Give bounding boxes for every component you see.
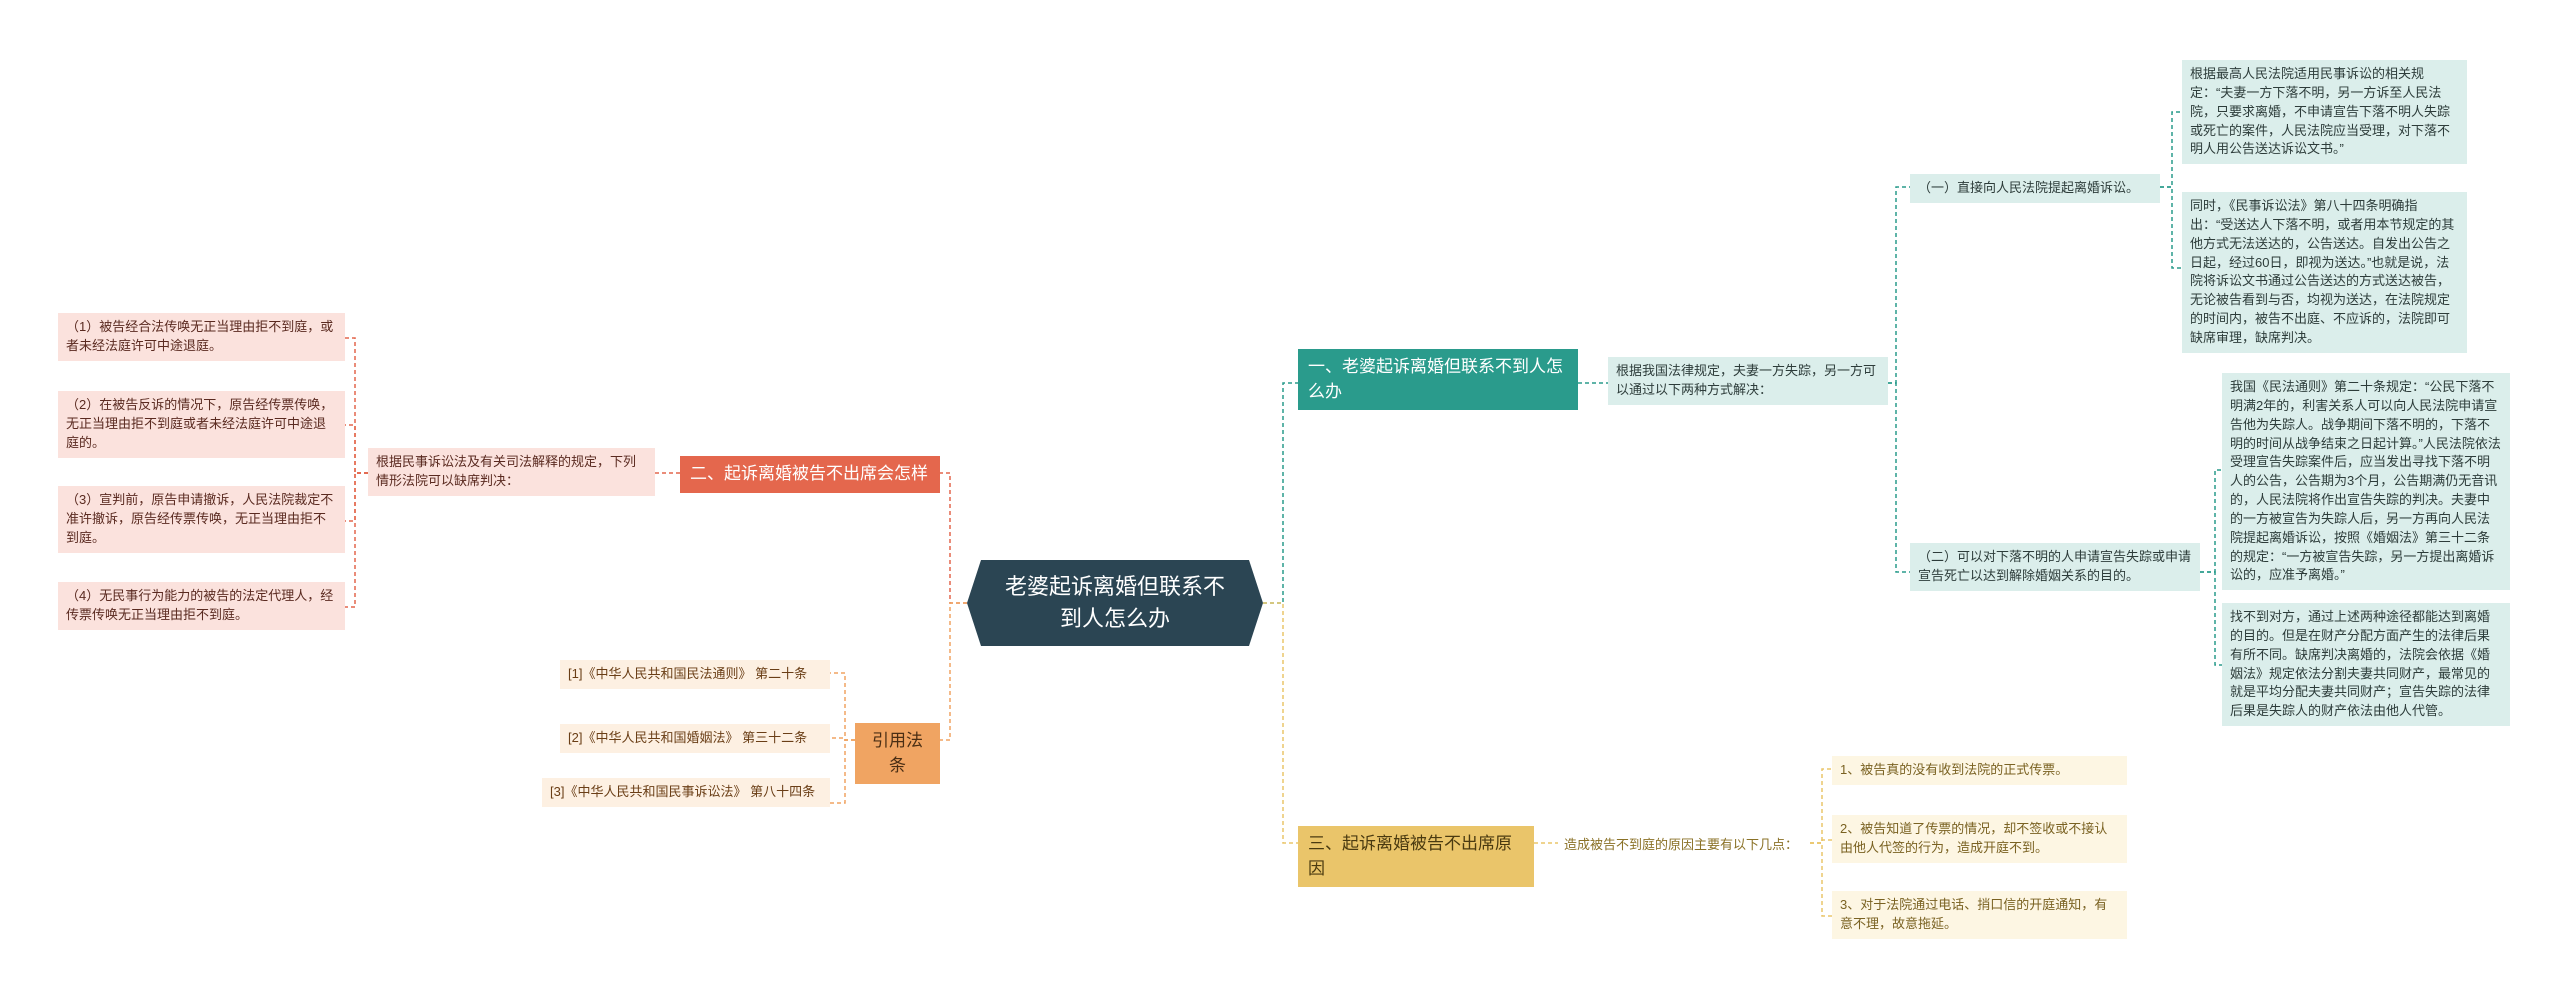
link-b4sub-i1 bbox=[1810, 768, 1832, 844]
default-case-4[interactable]: （4）无民事行为能力的被告的法定代理人，经传票传唤无正当理由拒不到庭。 bbox=[58, 582, 345, 630]
citation-civil-procedure[interactable]: [3]《中华人民共和国民事诉讼法》 第八十四条 bbox=[542, 778, 830, 807]
reason-item-2[interactable]: 2、被告知道了传票的情况，却不签收或不接认由他人代签的行为，造成开庭不到。 bbox=[1832, 815, 2127, 863]
link-b2sub-i2 bbox=[345, 424, 368, 474]
link-b4sub-i3 bbox=[1810, 842, 1832, 917]
reason-item-3[interactable]: 3、对于法院通过电话、捎口信的开庭通知，有意不理，故意拖延。 bbox=[1832, 891, 2127, 939]
way1-note-supreme-court[interactable]: 根据最高人民法院适用民事诉讼的相关规定：“夫妻一方下落不明，另一方诉至人民法院，… bbox=[2182, 60, 2467, 165]
citation-marriage-law[interactable]: [2]《中华人民共和国婚姻法》 第三十二条 bbox=[560, 724, 830, 753]
way2-note-civil-code[interactable]: 我国《民法通则》第二十条规定：“公民下落不明满2年的，利害关系人可以向人民法院申… bbox=[2222, 373, 2510, 591]
branch-title-citations[interactable]: 引用法条 bbox=[855, 723, 940, 785]
branch-title-missing-spouse[interactable]: 一、老婆起诉离婚但联系不到人怎么办 bbox=[1298, 349, 1578, 411]
link-b2sub-i4 bbox=[345, 472, 368, 608]
link-b2sub-i1 bbox=[345, 337, 368, 474]
branch-title-defendant-absent[interactable]: 二、起诉离婚被告不出席会怎样 bbox=[680, 456, 940, 493]
branch-title-absence-reasons[interactable]: 三、起诉离婚被告不出席原因 bbox=[1298, 826, 1534, 888]
link-way2-n2 bbox=[2200, 571, 2222, 666]
citation-civil-law[interactable]: [1]《中华人民共和国民法通则》 第二十条 bbox=[560, 660, 830, 689]
link-b2sub-i3 bbox=[345, 472, 368, 522]
link-b3-i3 bbox=[830, 739, 855, 804]
default-case-1[interactable]: （1）被告经合法传唤无正当理由拒不到庭，或者未经法庭许可中途退庭。 bbox=[58, 313, 345, 361]
link-sub-way2 bbox=[1888, 382, 1910, 573]
way1-direct-lawsuit[interactable]: （一）直接向人民法院提起离婚诉讼。 bbox=[1910, 174, 2160, 203]
link-center-b1 bbox=[1263, 382, 1298, 604]
branch-sub-reasons[interactable]: 造成被告不到庭的原因主要有以下几点： bbox=[1564, 837, 1799, 852]
reason-item-1[interactable]: 1、被告真的没有收到法院的正式传票。 bbox=[1832, 756, 2127, 785]
way2-note-property[interactable]: 找不到对方，通过上述两种途径都能达到离婚的目的。但是在财产分配方面产生的法律后果… bbox=[2222, 603, 2510, 727]
link-center-b2 bbox=[940, 472, 967, 604]
link-center-b4 bbox=[1263, 602, 1298, 844]
link-sub-way1 bbox=[1888, 186, 1910, 384]
way2-declare-missing[interactable]: （二）可以对下落不明的人申请宣告失踪或申请宣告死亡以达到解除婚姻关系的目的。 bbox=[1910, 543, 2200, 591]
branch-sub-default-judgment[interactable]: 根据民事诉讼法及有关司法解释的规定，下列情形法院可以缺席判决： bbox=[368, 448, 655, 496]
link-way1-n1 bbox=[2160, 111, 2182, 188]
central-topic[interactable]: 老婆起诉离婚但联系不到人怎么办 bbox=[967, 560, 1263, 646]
way1-note-civil-procedure[interactable]: 同时，《民事诉讼法》第八十四条明确指出：“受送达人下落不明，或者用本节规定的其他… bbox=[2182, 192, 2467, 353]
default-case-3[interactable]: （3）宣判前，原告申请撤诉，人民法院裁定不准许撤诉，原告经传票传唤，无正当理由拒… bbox=[58, 486, 345, 553]
link-b3-i2 bbox=[830, 737, 855, 741]
link-way2-n1 bbox=[2200, 469, 2222, 573]
link-way1-n2 bbox=[2160, 186, 2182, 269]
branch-sub-two-ways[interactable]: 根据我国法律规定，夫妻一方失踪，另一方可以通过以下两种方式解决： bbox=[1608, 357, 1888, 405]
link-center-b3 bbox=[940, 602, 967, 741]
default-case-2[interactable]: （2）在被告反诉的情况下，原告经传票传唤，无正当理由拒不到庭或者未经法庭许可中途… bbox=[58, 391, 345, 458]
link-b3-i1 bbox=[830, 672, 855, 741]
